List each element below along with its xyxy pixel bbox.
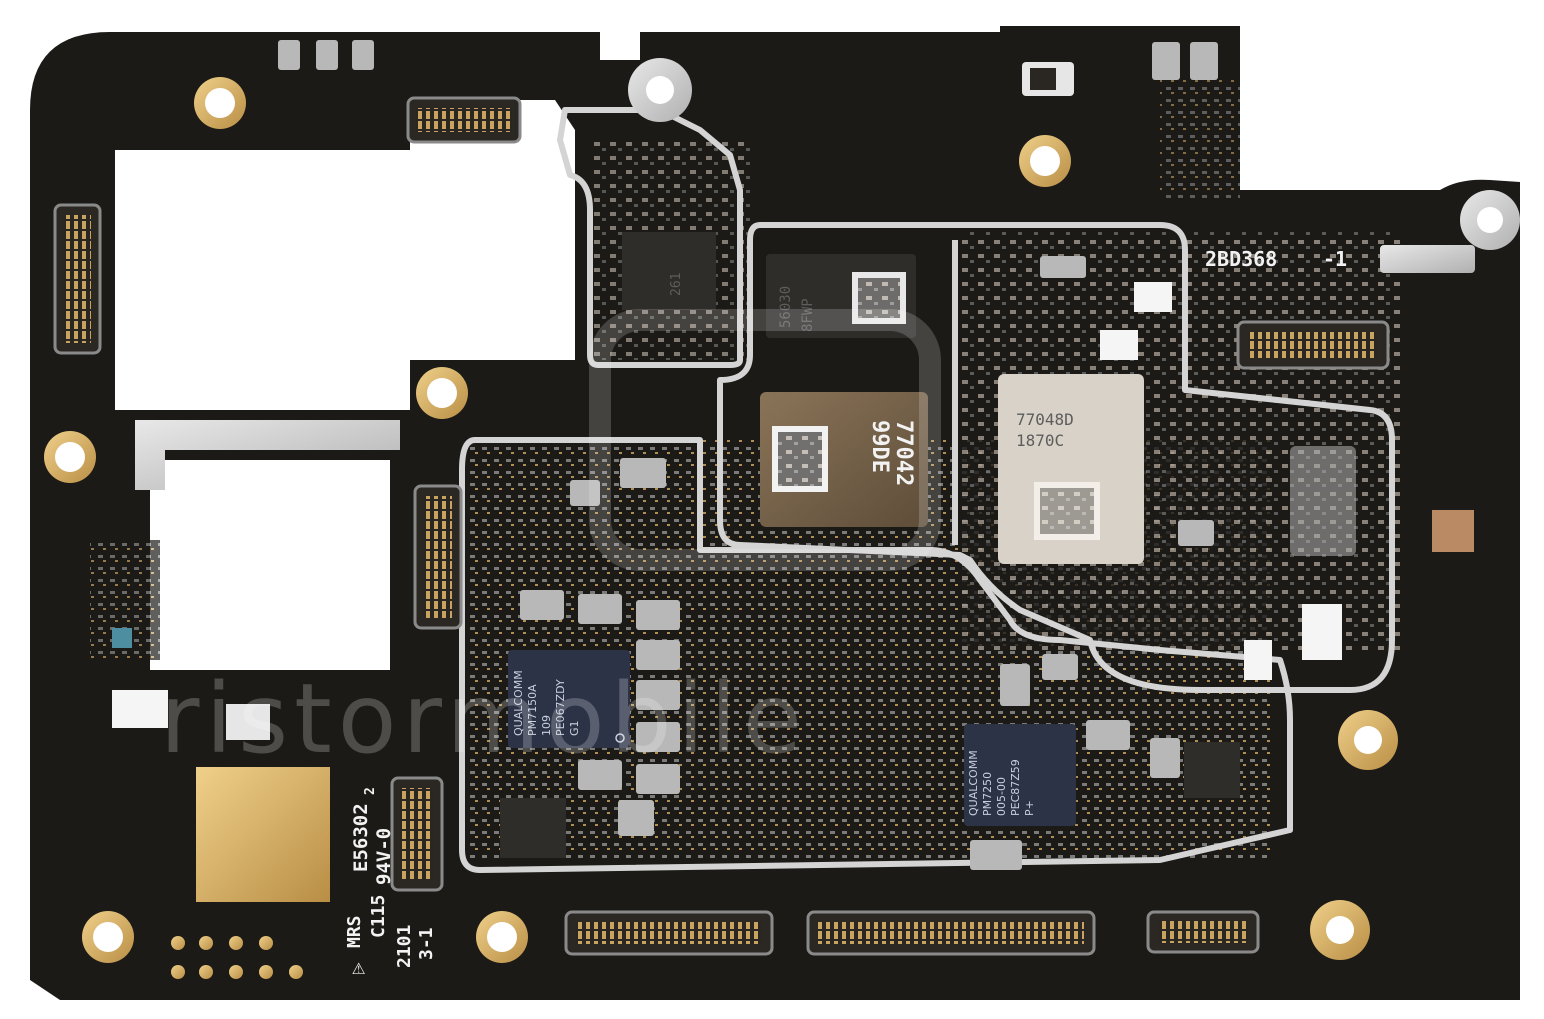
board-connectors <box>53 96 1390 956</box>
pmic-right-line2: 005-00 <box>995 777 1008 816</box>
pmic-left-line2: 109 <box>540 715 553 736</box>
memory-chip: 56030 8FWP <box>766 254 916 338</box>
gold-ground-pad <box>196 767 330 902</box>
soc-chip-line1: 77042 <box>891 420 916 486</box>
small-chip-label: 261 <box>669 273 684 296</box>
pmic-left-line4: G1 <box>568 720 581 736</box>
silk-date1: 2101 <box>394 925 415 968</box>
soc-chip-line2: 99DE <box>867 420 892 473</box>
rf-transceiver-chip: 77048D 1870C <box>998 374 1144 564</box>
pmic-left-line3: PE067ZDY <box>554 679 567 736</box>
passive-components <box>278 40 1218 870</box>
silk-part-code: 2BD368 <box>1205 247 1277 271</box>
silk-side-label: E56302 <box>350 803 372 872</box>
mounting-holes <box>44 58 1520 963</box>
svg-text:⚠: ⚠ <box>352 955 365 980</box>
cutout-top-left <box>115 100 575 410</box>
pmic-left: QUALCOMM PM7150A 109 PE067ZDY G1 <box>508 650 630 748</box>
silk-side-label2-sub: 2 <box>363 787 378 795</box>
pmic-right-line4: P+ <box>1023 800 1036 816</box>
shield-frame <box>459 437 1293 873</box>
cutout-mid-left <box>150 460 390 670</box>
pmic-left-line1: PM7150A <box>526 684 539 736</box>
silk-c115: C115 <box>368 895 389 938</box>
silk-mrs: MRS <box>344 915 365 948</box>
memory-chip-line1: 56030 <box>778 286 794 328</box>
soc-chip: 77042 99DE <box>760 392 928 527</box>
memory-chip-line2: 8FWP <box>800 298 816 332</box>
rf-chip-line2: 1870C <box>1016 431 1064 450</box>
pmic-left-brand: QUALCOMM <box>512 670 525 736</box>
silk-rev: -1 <box>1323 247 1347 271</box>
silk-date2: 3-1 <box>416 927 437 960</box>
small-chip: 261 <box>622 232 716 310</box>
pmic-right-brand: QUALCOMM <box>967 750 980 816</box>
silk-side-label2: 94V-0 <box>373 828 395 885</box>
pmic-right-line1: PM7250 <box>981 772 994 816</box>
watermark-text: ristormobile <box>160 663 808 775</box>
pmic-right: QUALCOMM PM7250 005-00 PEC87Z59 P+ <box>964 724 1076 826</box>
rf-chip-line1: 77048D <box>1016 410 1074 429</box>
silkscreen: 2BD368 -1 E56302 94V-0 2 MRS C115 2101 3… <box>344 247 1347 980</box>
pmic-right-line3: PEC87Z59 <box>1009 759 1022 816</box>
